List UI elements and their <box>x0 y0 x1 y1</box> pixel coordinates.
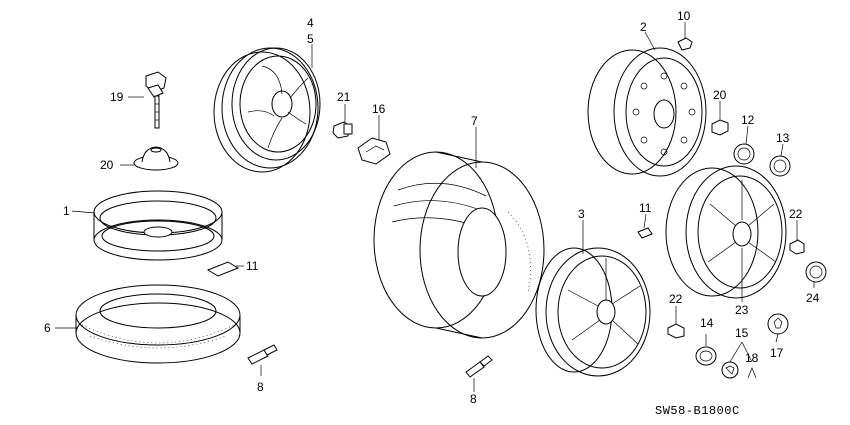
part-19-spare-tire-bolt <box>145 71 167 129</box>
callout-2: 2 <box>640 20 647 34</box>
part-2-steel-wheel <box>587 47 707 177</box>
part-17-center-cap <box>357 137 391 165</box>
callout-9: 11 <box>246 259 259 273</box>
callout-21: 20 <box>713 88 727 102</box>
callout-8-left: 8 <box>257 380 264 394</box>
callout-7: 7 <box>471 114 478 128</box>
callout-16: 17 <box>770 346 784 360</box>
callout-4: 4 <box>307 16 314 30</box>
callout-13: 13 <box>776 131 790 145</box>
part-22-wheel-nut-right <box>789 239 805 255</box>
callout-labels: 19 20 1 11 6 8 4 5 21 16 7 8 2 10 20 12 … <box>44 9 820 418</box>
part-1-spare-wheel <box>93 190 223 261</box>
callout-10: 10 <box>677 9 691 23</box>
diagram-code: SW58-B1800C <box>655 404 740 418</box>
callout-19: 19 <box>110 90 124 104</box>
part-3-alloy-wheel <box>535 247 651 377</box>
callout-11: 11 <box>639 201 652 215</box>
part-16-emblem <box>767 313 789 335</box>
callout-22-lower: 22 <box>669 292 683 306</box>
callout-12: 12 <box>741 113 755 127</box>
part-14-cap <box>695 346 717 366</box>
part-7-tire <box>373 151 545 339</box>
part-8-valve-bottom <box>465 355 493 378</box>
part-20-spacer <box>133 146 179 171</box>
callout-17: 16 <box>372 102 386 116</box>
callout-18: 18 <box>745 351 759 365</box>
callout-6: 6 <box>44 321 51 335</box>
part-11-balance-weight <box>637 227 653 239</box>
callout-14: 14 <box>700 316 714 330</box>
part-6-spare-tire <box>75 284 241 364</box>
part-13-cap <box>769 155 791 177</box>
part-24-emblem-cap <box>805 261 827 283</box>
callout-22-right: 22 <box>789 207 803 221</box>
callout-1: 1 <box>63 204 70 218</box>
callout-15: 15 <box>735 326 749 340</box>
callout-22-upper: 21 <box>337 90 351 104</box>
part-15-emblem <box>721 361 739 379</box>
part-22-wheel-nut-upper <box>332 121 353 139</box>
callout-24: 24 <box>806 291 820 305</box>
callout-8-bottom: 8 <box>470 392 477 406</box>
part-23-alloy-wheel <box>665 165 787 299</box>
callout-5: 5 <box>307 32 314 46</box>
part-8-valve-left <box>247 344 278 365</box>
part-9-label-sticker <box>206 261 240 277</box>
part-12-cap <box>733 143 755 165</box>
part-10-clip <box>677 37 693 51</box>
part-4-alloy-wheel <box>213 47 321 173</box>
callout-23: 23 <box>735 303 749 317</box>
part-22-wheel-nut-lower <box>667 323 685 339</box>
part-21-nut <box>711 119 729 136</box>
leader-lines <box>55 22 815 392</box>
part-18-emblem-clip <box>747 367 757 379</box>
callout-20: 20 <box>100 158 114 172</box>
callout-3: 3 <box>578 207 585 221</box>
